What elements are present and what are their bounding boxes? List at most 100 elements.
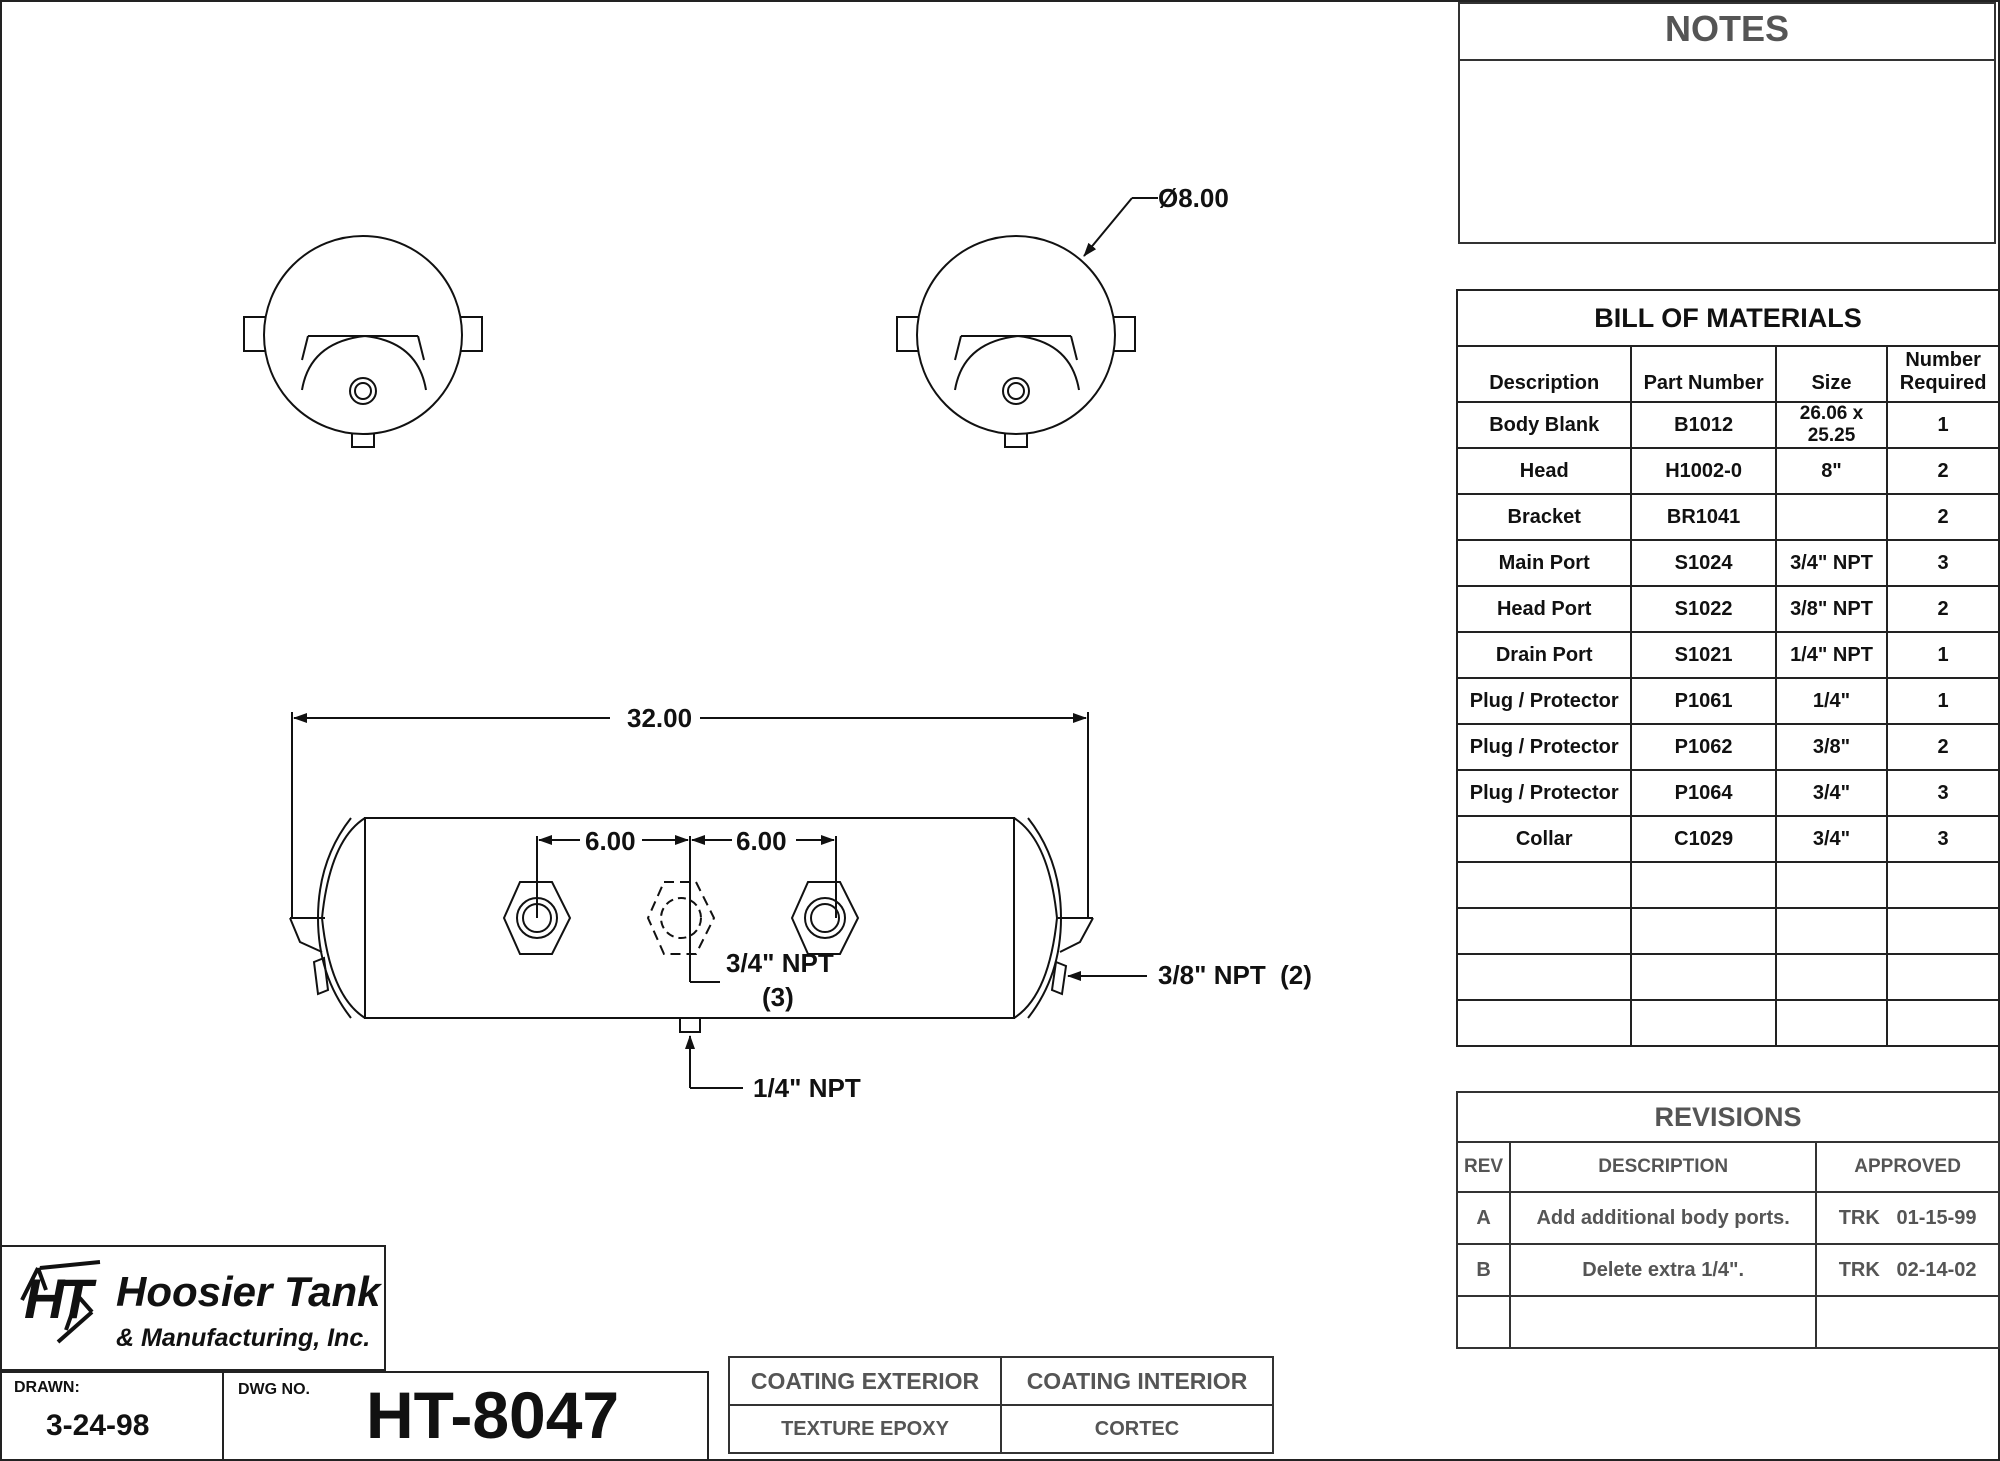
coating-exterior-label: COATING EXTERIOR bbox=[728, 1356, 1002, 1406]
bom-cell-part: S1021 bbox=[1630, 631, 1777, 679]
bom-row-empty bbox=[1455, 861, 2000, 909]
bom-cell-description: Plug / Protector bbox=[1455, 723, 1633, 771]
rev-header-description: DESCRIPTION bbox=[1509, 1141, 1818, 1193]
revision-cell-rev: B bbox=[1455, 1243, 1512, 1297]
bom-cell-part: P1062 bbox=[1630, 723, 1777, 771]
bom-cell-qty: 2 bbox=[1886, 493, 2000, 541]
bom-cell-size: 1/4" NPT bbox=[1774, 631, 1889, 679]
drain-port-callout: 1/4" NPT bbox=[753, 1073, 861, 1103]
bom-cell-empty bbox=[1630, 907, 1777, 955]
company-name: Hoosier Tank bbox=[116, 1268, 381, 1315]
coating-exterior-value: TEXTURE EPOXY bbox=[728, 1404, 1002, 1454]
bom-header-size: Size bbox=[1774, 345, 1889, 403]
bom-header-part-number: Part Number bbox=[1630, 345, 1777, 403]
spacing-left-label: 6.00 bbox=[585, 826, 636, 856]
coating-interior-label: COATING INTERIOR bbox=[1000, 1356, 1274, 1406]
logo-initials: HT bbox=[24, 1267, 93, 1330]
rev-header-approved: APPROVED bbox=[1815, 1141, 2000, 1193]
notes-title: NOTES bbox=[1460, 4, 1994, 61]
drain-port-leader bbox=[685, 1035, 743, 1089]
bom-cell-description: Head Port bbox=[1455, 585, 1633, 633]
revision-cell-empty bbox=[1455, 1295, 1512, 1349]
bom-cell-size bbox=[1774, 493, 1889, 541]
dwg-number: HT-8047 bbox=[366, 1378, 620, 1452]
bom-cell-part: C1029 bbox=[1630, 815, 1777, 863]
main-port-count: (3) bbox=[762, 982, 794, 1012]
bom-cell-description: Head bbox=[1455, 447, 1633, 495]
bom-cell-size: 1/4" bbox=[1774, 677, 1889, 725]
tank-side-view bbox=[289, 817, 1094, 1033]
bom-cell-empty bbox=[1455, 861, 1633, 909]
port-spacing-dimensions bbox=[536, 835, 837, 983]
bom-cell-qty: 3 bbox=[1886, 769, 2000, 817]
bom-cell-qty: 2 bbox=[1886, 723, 2000, 771]
bom-cell-qty: 3 bbox=[1886, 539, 2000, 587]
coating-table: COATING EXTERIOR COATING INTERIOR TEXTUR… bbox=[728, 1356, 1274, 1454]
company-suffix: & Manufacturing, Inc. bbox=[116, 1324, 371, 1352]
bom-cell-size: 3/8" NPT bbox=[1774, 585, 1889, 633]
bom-cell-empty bbox=[1886, 907, 2000, 955]
revision-row-empty bbox=[1455, 1295, 2000, 1349]
bom-cell-empty bbox=[1455, 999, 1633, 1047]
bom-cell-empty bbox=[1886, 999, 2000, 1047]
bom-cell-description: Main Port bbox=[1455, 539, 1633, 587]
bom-cell-empty bbox=[1774, 999, 1889, 1047]
bom-cell-description: Plug / Protector bbox=[1455, 769, 1633, 817]
bom-cell-size: 3/8" bbox=[1774, 723, 1889, 771]
bom-cell-part: BR1041 bbox=[1630, 493, 1777, 541]
bom-cell-part: S1022 bbox=[1630, 585, 1777, 633]
revisions-title: REVISIONS bbox=[1456, 1091, 2000, 1143]
bom-cell-empty bbox=[1630, 999, 1777, 1047]
bom-cell-part: S1024 bbox=[1630, 539, 1777, 587]
bill-of-materials: BILL OF MATERIALS Description Part Numbe… bbox=[1455, 289, 2000, 1047]
bom-row-empty bbox=[1455, 953, 2000, 1001]
length-dim-label: 32.00 bbox=[627, 703, 692, 733]
bom-cell-qty: 1 bbox=[1886, 677, 2000, 725]
bom-cell-empty bbox=[1455, 953, 1633, 1001]
revision-cell-description: Add additional body ports. bbox=[1509, 1191, 1818, 1245]
bom-header-number-required: Number Required bbox=[1886, 345, 2000, 403]
bom-row-empty bbox=[1455, 999, 2000, 1047]
bom-cell-qty: 2 bbox=[1886, 585, 2000, 633]
diameter-dim-label: Ø8.00 bbox=[1158, 183, 1229, 213]
drawn-date: 3-24-98 bbox=[46, 1409, 150, 1442]
bom-cell-empty bbox=[1455, 907, 1633, 955]
bom-cell-empty bbox=[1630, 953, 1777, 1001]
dwg-number-box: DWG NO. HT-8047 bbox=[224, 1371, 709, 1461]
main-port-callout: 3/4" NPT bbox=[726, 948, 834, 978]
drawn-label: DRAWN: bbox=[14, 1379, 80, 1396]
bom-cell-size: 3/4" NPT bbox=[1774, 539, 1889, 587]
bom-cell-part: P1064 bbox=[1630, 769, 1777, 817]
logo-box bbox=[0, 1245, 386, 1371]
diameter-leader bbox=[1083, 197, 1158, 257]
bom-cell-empty bbox=[1774, 861, 1889, 909]
revision-cell-approved: TRK 01-15-99 bbox=[1815, 1191, 2000, 1245]
bom-header-description: Description bbox=[1455, 345, 1633, 403]
end-view-right bbox=[896, 235, 1136, 448]
company-logo bbox=[20, 1260, 101, 1344]
notes-box: NOTES bbox=[1458, 2, 1996, 244]
bom-cell-description: Body Blank bbox=[1455, 401, 1633, 449]
bom-cell-part: P1061 bbox=[1630, 677, 1777, 725]
revision-cell-empty bbox=[1815, 1295, 2000, 1349]
revision-cell-approved: TRK 02-14-02 bbox=[1815, 1243, 2000, 1297]
revision-cell-description: Delete extra 1/4". bbox=[1509, 1243, 1818, 1297]
bom-cell-empty bbox=[1774, 953, 1889, 1001]
end-view-left bbox=[243, 235, 483, 448]
bom-cell-size: 3/4" bbox=[1774, 769, 1889, 817]
bom-cell-qty: 1 bbox=[1886, 401, 2000, 449]
dwg-label: DWG NO. bbox=[238, 1381, 310, 1398]
bom-cell-part: B1012 bbox=[1630, 401, 1777, 449]
spacing-right-label: 6.00 bbox=[736, 826, 787, 856]
